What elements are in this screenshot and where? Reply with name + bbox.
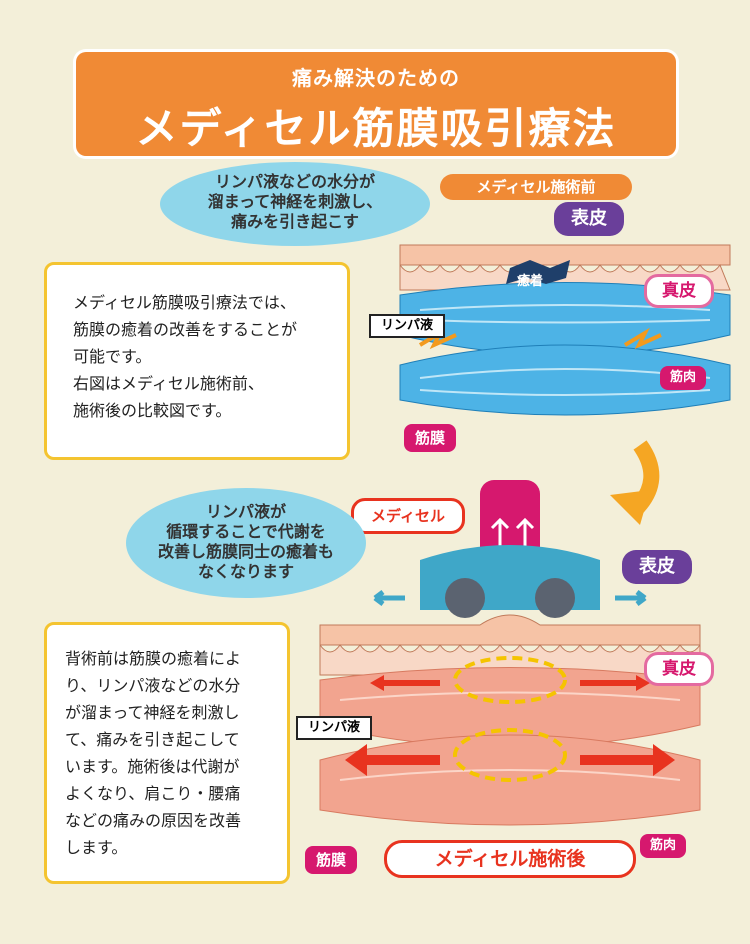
lymph-label-bottom: リンパ液	[296, 716, 372, 740]
text-line: て、痛みを引き起こして	[65, 730, 240, 749]
text-line: メディセル筋膜吸引療法では、	[73, 293, 296, 312]
text-line: います。施術後は代謝が	[65, 757, 240, 776]
lymph-label-top: リンパ液	[369, 314, 445, 338]
text-line: 右図はメディセル施術前、	[73, 374, 264, 393]
bubble-line: 溜まって神経を刺激し、	[207, 192, 383, 211]
roller-right	[535, 578, 575, 618]
text-line: り、リンパ液などの水分	[65, 676, 241, 695]
bubble-line: リンパ液が	[205, 502, 286, 521]
after-speech-bubble: リンパ液が 循環することで代謝を 改善し筋膜同士の癒着も なくなります	[126, 488, 366, 598]
before-speech-bubble: リンパ液などの水分が 溜まって神経を刺激し、 痛みを引き起こす	[160, 162, 430, 246]
dermis-tag-bottom: 真皮	[644, 652, 714, 686]
pain-lightning-right	[623, 327, 662, 350]
text-line: 施術後の比較図です。	[73, 401, 232, 420]
text-line: が溜まって神経を刺激し	[65, 703, 240, 722]
text-line: よくなり、肩こり・腰痛	[65, 784, 241, 803]
lower-muscle	[399, 344, 731, 416]
adhesion-label: 癒着	[517, 274, 544, 289]
lymph-flow-loop-bottom	[453, 728, 567, 782]
bubble-line: 痛みを引き起こす	[231, 212, 359, 231]
bubble-line: 改善し筋膜同士の癒着も	[157, 542, 334, 561]
epidermis-tag-bottom: 表皮	[622, 550, 692, 584]
banner-title: メディセル筋膜吸引療法	[135, 104, 617, 153]
title-banner: 痛み解決のための メディセル筋膜吸引療法	[76, 52, 676, 156]
bubble-line: 循環することで代謝を	[166, 522, 326, 541]
after-diagram	[319, 480, 701, 826]
adhesion-mark	[506, 260, 570, 284]
pain-lightning-left	[418, 327, 457, 350]
explanation-text-box: 背術前は筋膜の癒着によ り、リンパ液などの水分 が溜まって神経を刺激し て、痛み…	[44, 622, 290, 884]
dermis-layer-after	[319, 643, 701, 676]
before-state-label: メディセル施術前	[440, 174, 632, 200]
after-state-label: メディセル施術後	[384, 840, 636, 878]
epidermis-layer-after	[319, 614, 701, 646]
bubble-line: なくなります	[197, 562, 294, 581]
lymph-flow-loop-top	[453, 656, 567, 704]
text-line: します。	[65, 838, 128, 857]
text-line: などの痛みの原因を改善	[65, 811, 242, 830]
text-line: 可能です。	[73, 347, 152, 366]
fascia-tag-bottom: 筋膜	[305, 846, 357, 874]
muscle-tag-top: 筋肉	[660, 366, 706, 390]
text-line: 筋膜の癒着の改善をすることが	[73, 320, 298, 339]
transition-arrow-icon	[610, 440, 660, 525]
fascia-tag-top: 筋膜	[404, 424, 456, 452]
device-label: メディセル	[351, 498, 465, 534]
text-line: 背術前は筋膜の癒着によ	[65, 649, 242, 668]
bubble-line: リンパ液などの水分が	[214, 172, 375, 191]
banner-subtitle: 痛み解決のための	[292, 66, 460, 90]
dermis-tag-top: 真皮	[644, 274, 714, 308]
muscle-tag-bottom: 筋肉	[640, 834, 686, 858]
intro-text-box: メディセル筋膜吸引療法では、 筋膜の癒着の改善をすることが 可能です。 右図はメ…	[44, 262, 350, 460]
epidermis-tag-top: 表皮	[554, 202, 624, 236]
roller-left	[445, 578, 485, 618]
